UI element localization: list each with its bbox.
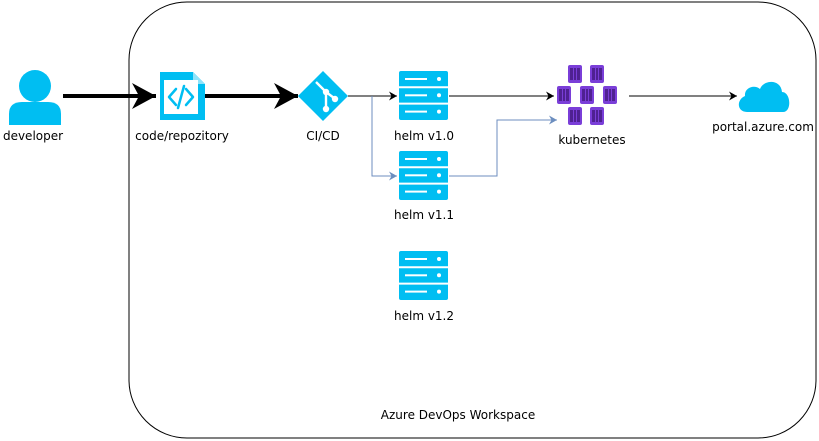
server-icon: [399, 251, 448, 300]
label-kubernetes: kubernetes: [558, 133, 626, 147]
user-icon: [9, 70, 61, 125]
server-icon: [399, 151, 448, 200]
git-icon: [298, 71, 348, 121]
cloud-icon: [738, 81, 790, 112]
kubernetes-cluster-icon: [557, 65, 617, 125]
code-file-icon: [160, 72, 205, 120]
label-helm-v10: helm v1.0: [393, 129, 455, 143]
edge-helm-v11-to-kubernetes: [449, 115, 557, 177]
server-icon: [399, 71, 448, 120]
label-developer: developer: [2, 129, 64, 143]
edge-cicd-to-helm-v11: [371, 96, 397, 181]
workspace-frame: [128, 1, 817, 439]
label-helm-v11: helm v1.1: [393, 208, 455, 222]
label-code-repozitory: code/repozitory: [135, 129, 229, 143]
label-cicd: CI/CD: [306, 129, 340, 143]
label-helm-v12: helm v1.2: [393, 309, 455, 323]
label-portal: portal.azure.com: [712, 120, 814, 134]
workspace-label: Azure DevOps Workspace: [380, 408, 536, 422]
